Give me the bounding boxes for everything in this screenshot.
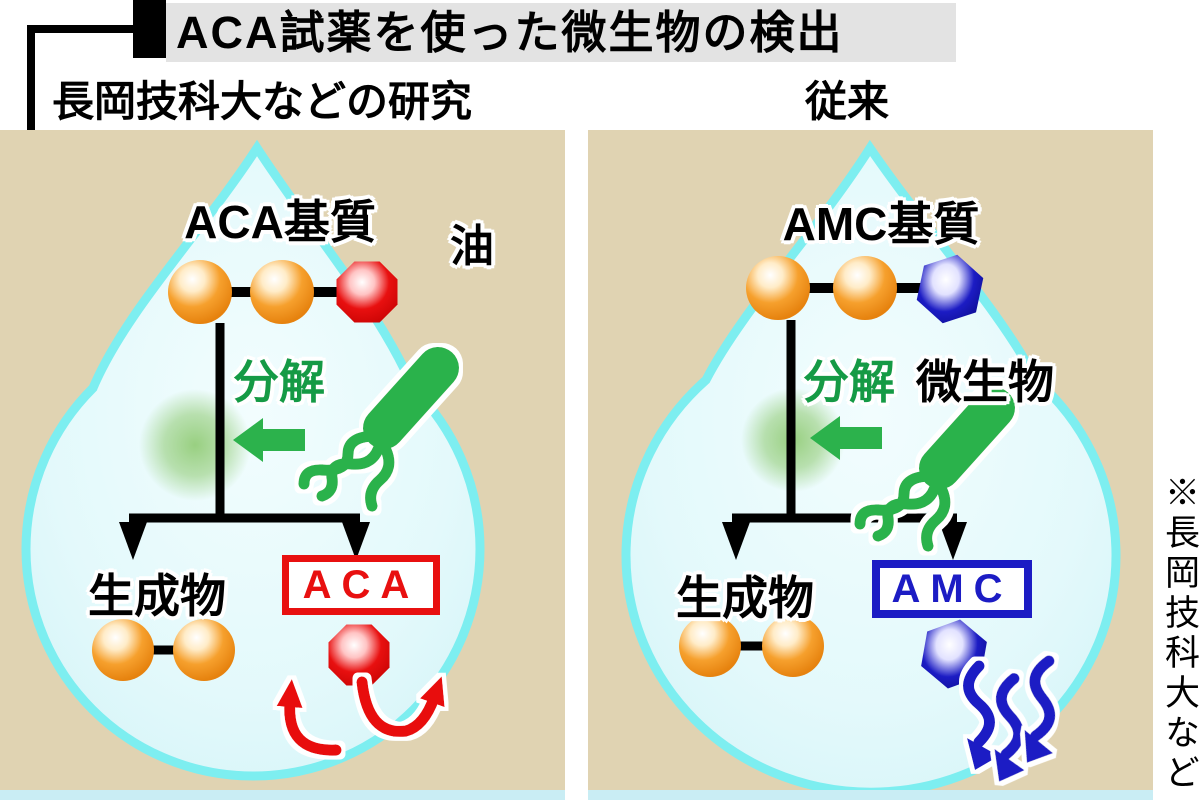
oil-droplet-icon [621, 139, 1121, 790]
decompose-label: 分解 [803, 356, 895, 408]
oil-label: 油 [450, 222, 494, 271]
product-molecule [92, 619, 235, 681]
amc-reagent-box: AMC [872, 560, 1032, 618]
decompose-label: 分解 [233, 356, 325, 408]
aca-substrate-molecule [168, 260, 398, 324]
conventional-scene [621, 139, 1121, 790]
lead-line-horizontal [27, 25, 135, 33]
chain-unit-icon [833, 256, 897, 320]
branch-arrows-icon [119, 323, 370, 560]
credit-footnote: ※長岡技科大など [1159, 474, 1199, 794]
amc-reagent-label: AMC [891, 566, 1013, 611]
new-method-scene [21, 139, 485, 781]
aca-unit-icon [336, 261, 398, 323]
release-arrows-icon [276, 676, 445, 756]
title-marker-square [133, 0, 166, 58]
branch-arrows-icon [722, 320, 967, 560]
chain-unit-icon [250, 260, 314, 324]
aca-reagent-label: ACA [302, 562, 420, 607]
aca-reagent-box: ACA [282, 555, 440, 615]
product-label: 生成物 [88, 570, 226, 622]
page-title: ACA試薬を使った微生物の検出 [166, 3, 956, 62]
chain-unit-icon [173, 619, 235, 681]
chain-unit-icon [168, 260, 232, 324]
microbe-label: 微生物 [916, 356, 1054, 408]
chain-unit-icon [746, 256, 810, 320]
decompose-arrow-icon [810, 416, 882, 460]
chain-unit-icon [92, 619, 154, 681]
left-panel-heading: 長岡技科大などの研究 [52, 78, 473, 125]
substrate-label: ACA基質 [184, 196, 376, 248]
water-strip-left [0, 790, 565, 800]
substrate-label: AMC基質 [782, 198, 980, 250]
panel-new-method: ACA基質 油 分解 生成物 ACA [0, 130, 565, 790]
water-strip-right [588, 790, 1153, 800]
aca-unit-icon [328, 624, 390, 686]
panel-conventional: AMC基質 分解 微生物 生成物 AMC [588, 130, 1153, 790]
decompose-arrow-icon [233, 418, 305, 462]
chain-unit-icon [762, 615, 824, 677]
right-panel-heading: 従来 [804, 78, 889, 125]
product-molecule [679, 615, 824, 677]
product-label: 生成物 [676, 572, 814, 624]
chain-unit-icon [679, 615, 741, 677]
amc-substrate-molecule [746, 248, 987, 330]
lead-line-vertical [27, 25, 35, 153]
